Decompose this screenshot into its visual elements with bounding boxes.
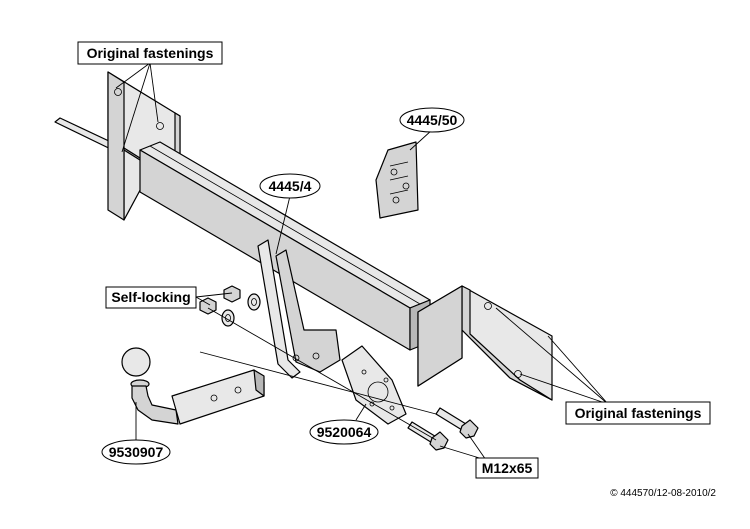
svg-text:Original fastenings: Original fastenings [575,405,702,421]
label-m12x65: M12x65 [475,457,539,479]
nuts-washers [199,285,261,327]
label-original-fastenings-right: Original fastenings [565,401,711,425]
label-4445-4: 4445/4 [259,173,321,199]
right-mounting-bracket [417,285,553,401]
svg-text:4445/4: 4445/4 [269,178,312,194]
svg-text:M12x65: M12x65 [482,460,533,476]
svg-text:Original fastenings: Original fastenings [87,45,214,61]
label-9520064: 9520064 [309,419,379,445]
socket-plate [341,345,407,425]
label-4445-50: 4445/50 [399,107,465,133]
label-original-fastenings-top: Original fastenings [77,41,223,65]
main-cross-beam [139,141,431,351]
leader-lines [115,62,609,461]
hardware-bag [375,141,419,219]
svg-text:9530907: 9530907 [109,444,164,460]
bolts [407,407,479,451]
svg-text:9520064: 9520064 [317,424,372,440]
tow-ball-neck [121,347,265,425]
svg-text:Self-locking: Self-locking [111,289,190,305]
svg-text:4445/50: 4445/50 [407,112,458,128]
left-mounting-bracket [107,71,181,221]
label-9530907: 9530907 [101,439,171,465]
hanger-plates [257,239,341,379]
copyright-note: © 444570/12-08-2010/2 [610,488,716,499]
label-self-locking: Self-locking [105,286,197,309]
